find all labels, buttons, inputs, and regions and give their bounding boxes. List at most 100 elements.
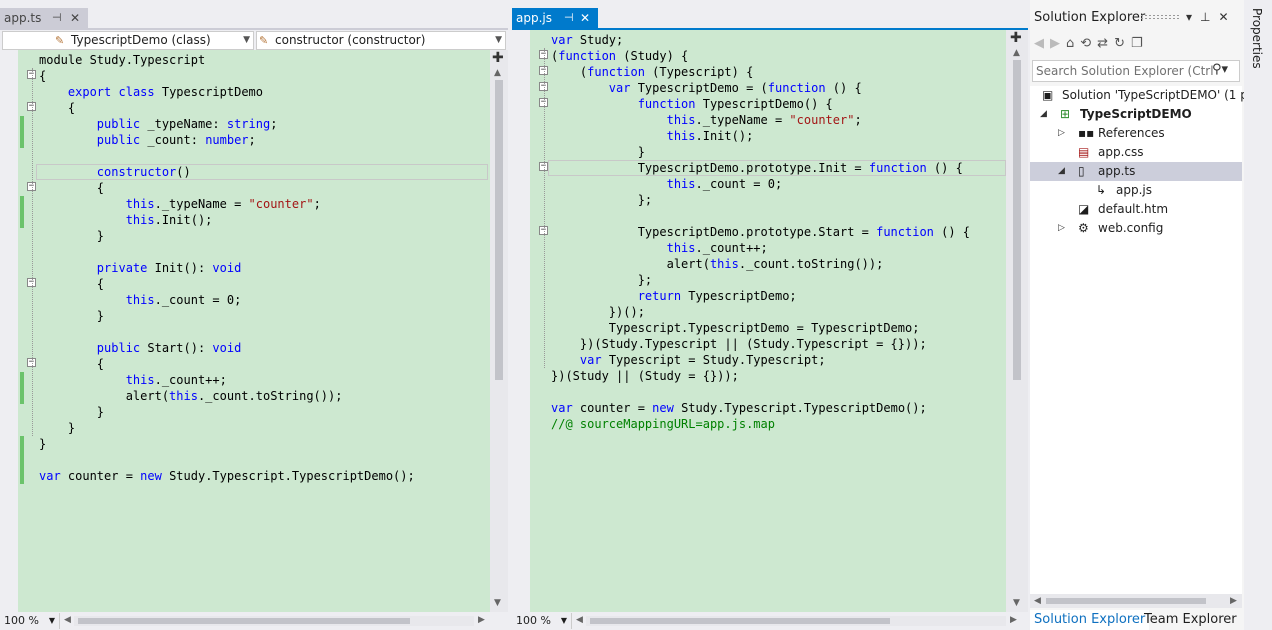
tree-node-solution[interactable]: ▣ Solution 'TypeScriptDEMO' (1 p [1030,86,1248,105]
sync-icon[interactable]: ⇄ [1097,36,1109,51]
fold-toggle-icon[interactable]: − [539,81,548,91]
forward-icon[interactable]: ▶ [1050,36,1060,51]
code-line: } [0,404,490,420]
search-input[interactable]: Search Solution Explorer (Ctrl [1032,60,1240,82]
tree-node-app-js[interactable]: ↳ app.js [1030,181,1242,200]
code-text: private Init(): void [39,260,242,276]
vertical-scroll-thumb[interactable] [1013,60,1021,380]
code-text: })(); [551,304,645,320]
code-line: })(Study || (Study = {})); [512,368,1006,384]
home-icon[interactable]: ⌂ [1066,36,1075,51]
middle-bottom-bar: 100 % ▼ ◀ ▶ [512,612,1028,630]
keyword-token: function [637,97,696,111]
tab-team-explorer[interactable]: Team Explorer [1144,612,1237,627]
type-dropdown[interactable]: ✎ TypescriptDemo (class) ▼ [2,31,254,50]
member-dropdown[interactable]: ✎ constructor (constructor) ▼ [256,31,506,50]
tree-node-references[interactable]: ▷ ▪▪ References [1030,124,1242,143]
keyword-token: this [125,293,155,307]
panel-grip[interactable] [1140,14,1180,20]
fold-toggle-icon[interactable]: − [27,277,36,287]
code-token: .Init(); [695,129,754,143]
collapse-all-icon[interactable]: ❐ [1130,36,1143,51]
history-icon[interactable]: ⟲ [1080,36,1092,51]
collapsed-arrow-icon[interactable]: ▷ [1058,128,1065,138]
vertical-scroll-thumb[interactable] [495,80,503,380]
horizontal-scrollbar[interactable]: ◀ ▶ [1030,594,1242,608]
scroll-right-icon[interactable]: ▶ [1230,596,1237,606]
vertical-scrollbar[interactable]: ✚ ▲ ▼ [490,50,508,612]
fold-toggle-icon[interactable]: − [539,49,548,59]
code-token: .Init(); [154,213,213,227]
code-token [39,197,126,211]
close-icon[interactable]: ✕ [70,11,81,25]
fold-toggle-icon[interactable]: − [27,101,36,111]
code-token: counter = [572,401,653,415]
horizontal-scroll-thumb[interactable] [78,618,410,624]
tree-node-web-config[interactable]: ▷ ⚙ web.config [1030,219,1242,238]
pin-icon[interactable]: ⊣ [564,11,574,24]
fold-toggle-icon[interactable]: − [539,65,548,75]
dropdown-icon[interactable]: ▾ [1186,10,1193,24]
scroll-down-icon[interactable]: ▼ [1013,598,1020,608]
code-token: { [39,181,105,195]
search-icon[interactable]: ⚲▾ [1212,62,1229,77]
project-icon: ⊞ [1060,107,1071,121]
pin-icon[interactable]: ⊥ [1200,10,1211,24]
code-line: }; [512,192,1006,208]
close-icon[interactable]: ✕ [1218,10,1229,24]
code-text: TypescriptDemo.prototype.Init = function… [551,160,963,176]
code-line [512,208,1006,224]
code-token: { [39,69,47,83]
code-token: })(Study || (Study = {})); [551,369,739,383]
back-icon[interactable]: ◀ [1034,36,1044,51]
scroll-right-icon[interactable]: ▶ [1010,615,1017,625]
keyword-token: this [125,373,155,387]
fold-toggle-icon[interactable]: − [27,181,36,191]
tree-node-app-css[interactable]: ▤ app.css [1030,143,1242,162]
tree-node-app-ts[interactable]: ◢ ▯ app.ts [1030,162,1242,181]
code-line: this._typeName = "counter"; [0,196,490,212]
zoom-dropdown[interactable]: 100 % ▼ [512,613,572,629]
split-icon[interactable]: ✚ [1010,30,1022,46]
vertical-scrollbar[interactable]: ✚ ▲ ▼ [1006,30,1028,612]
scroll-left-icon[interactable]: ◀ [64,615,71,625]
current-line-highlight [36,164,488,180]
fold-toggle-icon[interactable]: − [539,97,548,107]
scroll-left-icon[interactable]: ◀ [576,615,583,625]
fold-toggle-icon[interactable]: − [27,69,36,79]
fold-toggle-icon[interactable]: − [539,161,548,171]
expanded-arrow-icon[interactable]: ◢ [1058,166,1065,176]
tab-app-ts[interactable]: app.ts ⊣ ✕ [0,8,88,28]
fold-toggle-icon[interactable]: − [539,225,548,235]
horizontal-scroll-thumb[interactable] [590,618,890,624]
properties-side-tab[interactable]: Properties [1244,0,1272,630]
scroll-right-icon[interactable]: ▶ [478,615,485,625]
html-file-icon: ◪ [1078,202,1090,216]
tree-node-project[interactable]: ◢ ⊞ TypeScriptDEMO [1030,105,1242,124]
horizontal-scroll-thumb[interactable] [1046,598,1206,604]
typescript-editor-pane: app.ts ⊣ ✕ ✎ TypescriptDemo (class) ▼ ✎ … [0,0,508,630]
expanded-arrow-icon[interactable]: ◢ [1040,109,1047,119]
scroll-up-icon[interactable]: ▲ [1013,48,1020,58]
horizontal-scrollbar[interactable] [586,616,1006,626]
scroll-left-icon[interactable]: ◀ [1034,596,1041,606]
tab-solution-explorer[interactable]: Solution Explorer [1030,610,1150,630]
refresh-icon[interactable]: ↻ [1114,36,1125,51]
tree-node-default-htm[interactable]: ◪ default.htm [1030,200,1242,219]
code-editor[interactable]: −−−−−− var Study;(function (Study) { (fu… [512,30,1006,612]
horizontal-scrollbar[interactable] [74,616,474,626]
pin-icon[interactable]: ⊣ [52,11,62,24]
fold-toggle-icon[interactable]: − [27,357,36,367]
zoom-dropdown[interactable]: 100 % ▼ [0,613,60,629]
code-editor[interactable]: −−−−− module Study.Typescript{ export cl… [0,50,490,612]
code-text: } [39,420,75,436]
split-icon[interactable]: ✚ [492,50,504,66]
collapsed-arrow-icon[interactable]: ▷ [1058,223,1065,233]
tab-app-js[interactable]: app.js ⊣ ✕ [512,8,598,28]
scroll-down-icon[interactable]: ▼ [494,598,501,608]
chevron-down-icon: ▼ [48,616,55,625]
code-line: return TypescriptDemo; [512,288,1006,304]
close-icon[interactable]: ✕ [580,11,591,25]
keyword-token: this [125,197,155,211]
scroll-up-icon[interactable]: ▲ [494,68,501,78]
